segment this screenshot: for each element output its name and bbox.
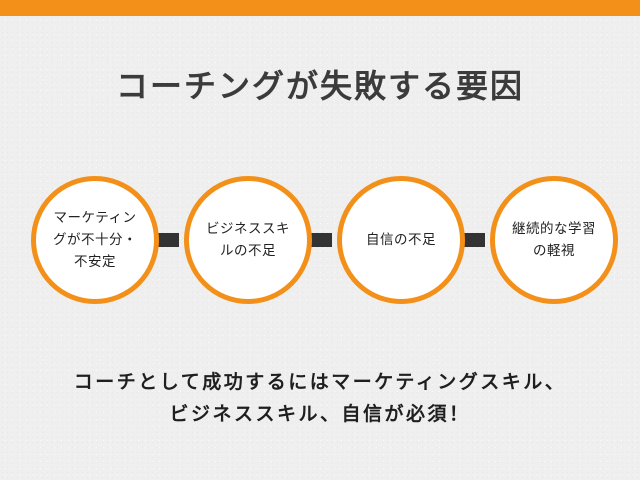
top-accent-bar [0,0,640,16]
factor-label-learning: 継続的な学習 の軽視 [512,221,596,259]
factor-label-business-skills: ビジネススキ ルの不足 [206,221,290,259]
connector-1 [153,233,179,247]
factor-circle-learning: 継続的な学習 の軽視 [490,176,618,304]
conclusion-text: コーチとして成功するにはマーケティングスキル、 ビジネススキル、自信が必須！ [0,366,640,430]
factor-circle-business-skills: ビジネススキ ルの不足 [184,176,312,304]
factor-circle-confidence: 自信の不足 [337,176,465,304]
conclusion-line-2: ビジネススキル、自信が必須！ [169,403,471,425]
connector-3 [459,233,485,247]
connector-2 [306,233,332,247]
factor-circle-marketing: マーケティン グが不十分・ 不安定 [31,176,159,304]
page-title: コーチングが失敗する要因 [115,67,524,105]
conclusion-line-1: コーチとして成功するにはマーケティングスキル、 [73,371,567,393]
factor-flow: マーケティン グが不十分・ 不安定 ビジネススキ ルの不足 自信の不足 継続的な… [0,176,640,304]
factor-label-marketing: マーケティン グが不十分・ 不安定 [53,210,137,270]
factor-label-confidence: 自信の不足 [366,232,436,248]
